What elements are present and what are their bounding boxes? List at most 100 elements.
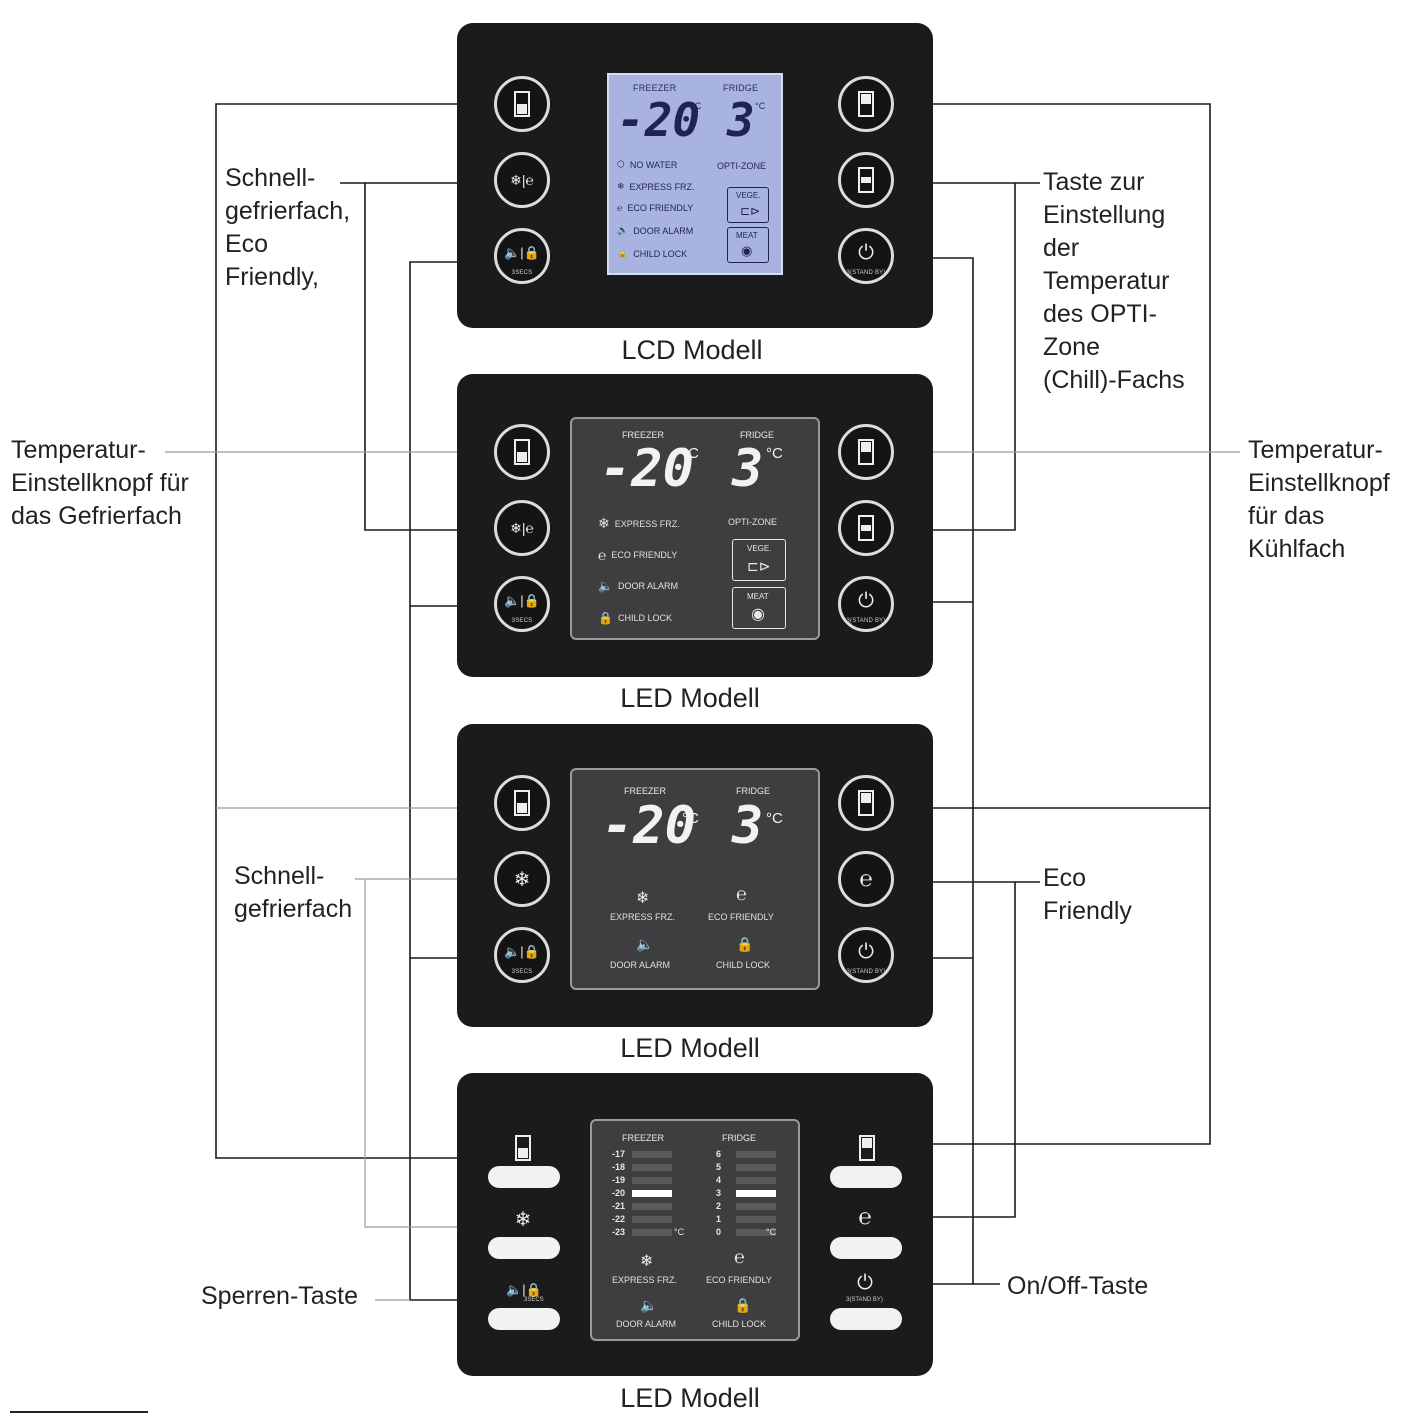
scale-row: 5 [716,1162,721,1172]
lcd-display: FREEZER FRIDGE -20 3 °C °C ⬡NO WATER OPT… [607,73,783,275]
child-lock-label: CHILD LOCK [712,1319,767,1329]
freezer-temp-button[interactable] [494,424,550,480]
hold-3sec-caption: 3SECS [524,1297,544,1303]
scale-label: -21 [612,1201,626,1211]
opti-zone-button[interactable] [838,500,894,556]
scale-bar [736,1229,776,1236]
express-eco-button[interactable]: ❄|℮ [494,152,550,208]
scale-row: -23 [612,1227,625,1237]
snowflake-icon: ❄ [640,1253,654,1270]
opti-zone-label: OPTI-ZONE [717,161,766,171]
lock-icon: 🔒 [598,611,613,625]
eco-icon: ℮ [734,1247,745,1267]
scale-row: -19 [612,1175,625,1185]
alarm-lock-icon: 🔈|🔒 [504,593,540,608]
scale-row: -17 [612,1149,625,1159]
scale-label: -19 [612,1175,626,1185]
alarm-lock-button[interactable] [488,1308,560,1330]
fridge-icon [858,790,874,816]
freezer-label: FREEZER [633,83,677,93]
scale-row: 6 [716,1149,721,1159]
opti-zone-icon [858,515,874,541]
fridge-unit: °C [766,445,783,462]
freezer-temp-button[interactable] [488,1166,560,1188]
speaker-icon: 🔈 [636,936,654,952]
power-button[interactable]: ⏻ 3(STAND BY) [838,927,894,983]
fridge-scale-unit: °C [766,1227,777,1237]
scale-row: -18 [612,1162,625,1172]
vege-zone-box: VEGE. ⊏⊳ [732,539,786,581]
model-caption-3: LED Modell [620,1033,760,1063]
alarm-lock-button[interactable]: 🔈|🔒 3SECS [494,927,550,983]
eco-friendly-indicator: ℮ECO FRIENDLY [617,203,694,213]
vege-zone-box: VEGE. ⊏⊳ [727,187,769,223]
power-button[interactable] [830,1308,902,1330]
lock-icon: 🔒 [617,248,629,258]
eco-icon: ℮ [736,884,747,904]
scale-row: 3 [716,1188,721,1198]
freezer-temp-button[interactable] [494,775,550,831]
freezer-icon [514,91,530,117]
eco-friendly-indicator: ℮ECO FRIENDLY [598,547,678,563]
express-frz-label: EXPRESS FRZ. [612,1275,678,1285]
label-sperren: Sperren-Taste [201,1282,359,1310]
fridge-icon [858,439,874,465]
freezer-temp: -20 [600,439,694,499]
child-lock-indicator: 🔒CHILD LOCK [598,611,672,625]
eco-friendly-button[interactable] [830,1237,902,1259]
express-frz-indicator: ❄EXPRESS FRZ. [598,515,680,531]
scale-row: 2 [716,1201,721,1211]
alarm-lock-button[interactable]: 🔈|🔒 3SECS [494,228,550,284]
scale-bar [736,1203,776,1210]
fridge-temp-button[interactable] [830,1166,902,1188]
label-freezer-knob: Temperatur- Einstellknopf für das Gefrie… [11,436,189,530]
fridge-temp-button[interactable] [838,76,894,132]
power-button[interactable]: ⏻ 3(STAND BY) [838,228,894,284]
carrot-icon: ⊏⊳ [747,558,771,574]
fridge-label: FRIDGE [740,430,775,440]
door-alarm-indicator: 🔈DOOR ALARM [598,579,678,593]
scale-row: 0 [716,1227,721,1237]
express-eco-icon: ❄|℮ [510,171,534,188]
meat-label: MEAT [747,592,769,601]
eco-icon: ℮ [617,203,623,213]
eco-friendly-button[interactable]: ℮ [838,851,894,907]
snowflake-icon: ❄ [598,515,610,531]
eco-icon: ℮ [858,1204,872,1229]
freezer-scale-unit: °C [674,1227,685,1237]
express-frz-button[interactable]: ❄ [494,851,550,907]
fridge-icon [858,91,874,117]
fridge-temp: 3 [732,796,764,856]
express-frz-button[interactable] [488,1237,560,1259]
opti-zone-icon [858,167,874,193]
opti-zone-button[interactable] [838,152,894,208]
fridge-temp-button[interactable] [838,775,894,831]
eco-icon: ℮ [598,547,607,563]
fridge-temp: 3 [727,93,755,147]
standby-caption: 3(STAND BY) [846,618,886,624]
power-icon: ⏻ [858,241,874,264]
meat-icon: ◉ [751,606,765,623]
meat-zone-box: MEAT ◉ [727,227,769,263]
standby-caption: 3(STAND BY) [846,1297,883,1303]
fridge-temp-button[interactable] [838,424,894,480]
fridge-unit: °C [766,810,783,827]
freezer-temp-button[interactable] [494,76,550,132]
door-alarm-label: DOOR ALARM [610,960,671,970]
alarm-lock-button[interactable]: 🔈|🔒 3SECS [494,576,550,632]
power-button[interactable]: ⏻ 3(STAND BY) [838,576,894,632]
carrot-icon: ⊏⊳ [740,204,761,218]
freezer-scale: -17-18-19-20-21-22-23 [612,1149,692,1245]
freezer-label: FREEZER [624,786,667,796]
freezer-icon [510,1132,536,1164]
led-display-1: FREEZER FRIDGE -20 °C 3 °C ❄EXPRESS FRZ.… [570,417,820,640]
footnote-rule [10,1411,148,1413]
label-onoff: On/Off-Taste [1007,1272,1149,1300]
opti-zone-label: OPTI-ZONE [728,517,777,527]
freezer-icon [514,790,530,816]
express-eco-button[interactable]: ❄|℮ [494,500,550,556]
scale-label: 2 [716,1201,722,1211]
freezer-unit: °C [682,445,699,462]
door-alarm-indicator: 🔈DOOR ALARM [617,225,694,236]
